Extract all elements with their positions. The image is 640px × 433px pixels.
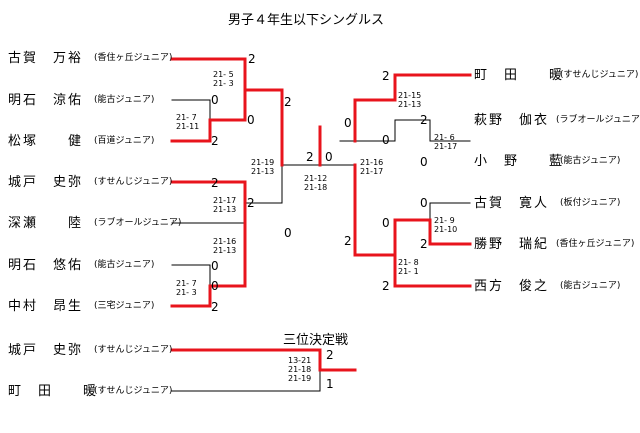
player-name: 小 野 藍	[474, 154, 565, 169]
player-name: 古賀 万裕	[8, 51, 84, 66]
result-number: 2	[247, 196, 255, 210]
page-title: 男子４年生以下シングルス	[228, 13, 385, 28]
player-name: 城戸 史弥	[8, 343, 84, 358]
player-name: 西方 俊之	[474, 279, 550, 294]
player-name: 松塚 健	[8, 134, 84, 149]
player-name: 古賀 寛人	[474, 196, 550, 211]
winner-lines	[170, 57, 472, 372]
third-place-label: 三位決定戦	[283, 333, 349, 348]
player-name: 中村 昂生	[8, 299, 84, 314]
player-club: (すせんじジュニア)	[94, 177, 173, 187]
result-number: 2	[326, 348, 334, 362]
result-number: 2	[420, 237, 428, 251]
result-number: 2	[211, 176, 219, 190]
result-number: 2	[211, 300, 219, 314]
player-club: (能古ジュニア)	[560, 156, 621, 166]
result-number: 1	[326, 377, 334, 391]
result-number: 2	[248, 52, 256, 66]
result-number: 2	[306, 150, 314, 164]
player-name: 勝野 瑞紀	[474, 237, 550, 252]
player-name: 町 田 暖	[8, 384, 99, 399]
result-number: 0	[247, 113, 255, 127]
result-number: 0	[211, 93, 219, 107]
result-number: 0	[325, 150, 333, 164]
result-number: 2	[344, 234, 352, 248]
player-club: (すせんじジュニア)	[560, 70, 639, 80]
result-number: 2	[382, 69, 390, 83]
result-number: 0	[382, 133, 390, 147]
result-number: 0	[344, 116, 352, 130]
player-club: (ラブオールジュニア)	[94, 218, 182, 228]
player-name: 町 田 暖	[474, 68, 565, 83]
player-club: (能古ジュニア)	[94, 95, 155, 105]
result-number: 2	[382, 279, 390, 293]
player-name: 萩野 伽衣	[474, 113, 550, 128]
result-number: 0	[284, 226, 292, 240]
player-name: 明石 涼佑	[8, 93, 84, 108]
result-number: 0	[420, 196, 428, 210]
result-number: 2	[420, 113, 428, 127]
player-club: (すせんじジュニア)	[94, 345, 173, 355]
player-name: 城戸 史弥	[8, 175, 84, 190]
player-name: 明石 悠佑	[8, 258, 84, 273]
player-club: (香住ヶ丘ジュニア)	[94, 53, 173, 63]
player-club: (百道ジュニア)	[94, 136, 155, 146]
player-club: (香住ヶ丘ジュニア)	[556, 239, 635, 249]
player-club: (板付ジュニア)	[560, 198, 621, 208]
result-number: 0	[382, 216, 390, 230]
player-club: (三宅ジュニア)	[94, 301, 155, 311]
player-club: (ラブオールジュニア)	[556, 115, 640, 125]
player-name: 深瀬 陸	[8, 216, 84, 231]
player-club: (能古ジュニア)	[94, 260, 155, 270]
result-number: 2	[211, 134, 219, 148]
result-number: 2	[284, 95, 292, 109]
result-number: 0	[211, 279, 219, 293]
player-club: (すせんじジュニア)	[94, 386, 173, 396]
result-number: 0	[420, 155, 428, 169]
player-club: (能古ジュニア)	[560, 281, 621, 291]
result-number: 0	[211, 259, 219, 273]
